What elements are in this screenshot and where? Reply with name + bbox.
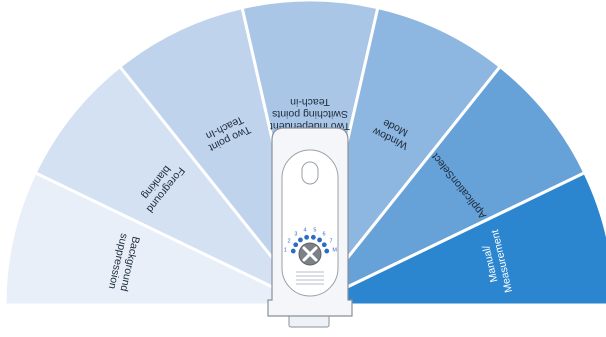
dial-number: 7 <box>329 238 332 244</box>
dial-dot <box>304 234 310 240</box>
dial-dot <box>321 242 327 248</box>
fan-segment-2 <box>33 64 312 307</box>
fan-segment-3 <box>117 5 312 306</box>
indicator-slot <box>301 161 319 185</box>
dial-number: M <box>332 248 337 254</box>
fan-segment-7 <box>309 170 606 307</box>
device-connector <box>288 314 330 328</box>
dial-number: 6 <box>323 231 326 237</box>
dial-dot <box>298 237 303 243</box>
fan-segment-6 <box>308 64 587 307</box>
fan-segment-1 <box>3 170 311 307</box>
dial-dot <box>293 242 299 248</box>
fan-segment-5 <box>308 5 503 306</box>
dial-dot <box>290 248 296 254</box>
device-grill <box>296 271 324 285</box>
dial-number: 5 <box>313 227 316 233</box>
fan-segments <box>3 0 606 307</box>
x-rotary-selector-icon[interactable] <box>298 242 322 266</box>
dial-dot <box>310 234 316 240</box>
dial-number: 4 <box>304 227 307 233</box>
dial-dot <box>317 237 322 243</box>
dial-dots <box>290 234 330 254</box>
dial-number: 3 <box>294 231 297 237</box>
dial-dot <box>324 248 330 254</box>
dial-number: 2 <box>287 238 290 244</box>
device-panel <box>281 149 339 297</box>
dial-number: 1 <box>284 248 287 254</box>
